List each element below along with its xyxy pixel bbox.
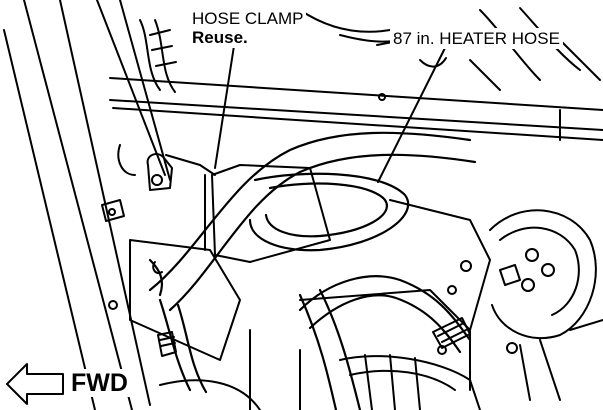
hose-clamp-part <box>117 144 216 191</box>
heater-hose-callout: 87 in. HEATER HOSE <box>390 28 563 49</box>
hose-clamp-callout: HOSE CLAMP Reuse. <box>189 8 307 48</box>
lower-hose-clamp <box>432 317 471 355</box>
radiator-cross-member <box>109 77 603 141</box>
hose-clamp-title: HOSE CLAMP <box>192 9 304 28</box>
hose-clamp-note: Reuse. <box>192 28 248 47</box>
heater-hose <box>148 131 477 410</box>
compressor-pulley <box>489 209 603 401</box>
left-fender-panel <box>3 0 171 410</box>
left-arrow-icon <box>6 363 64 405</box>
engine-block <box>129 164 491 410</box>
forward-direction-label: FWD <box>68 369 131 397</box>
air-intake-duct <box>159 354 481 410</box>
callout-leader-lines <box>96 0 446 183</box>
tube-connector <box>152 261 177 357</box>
